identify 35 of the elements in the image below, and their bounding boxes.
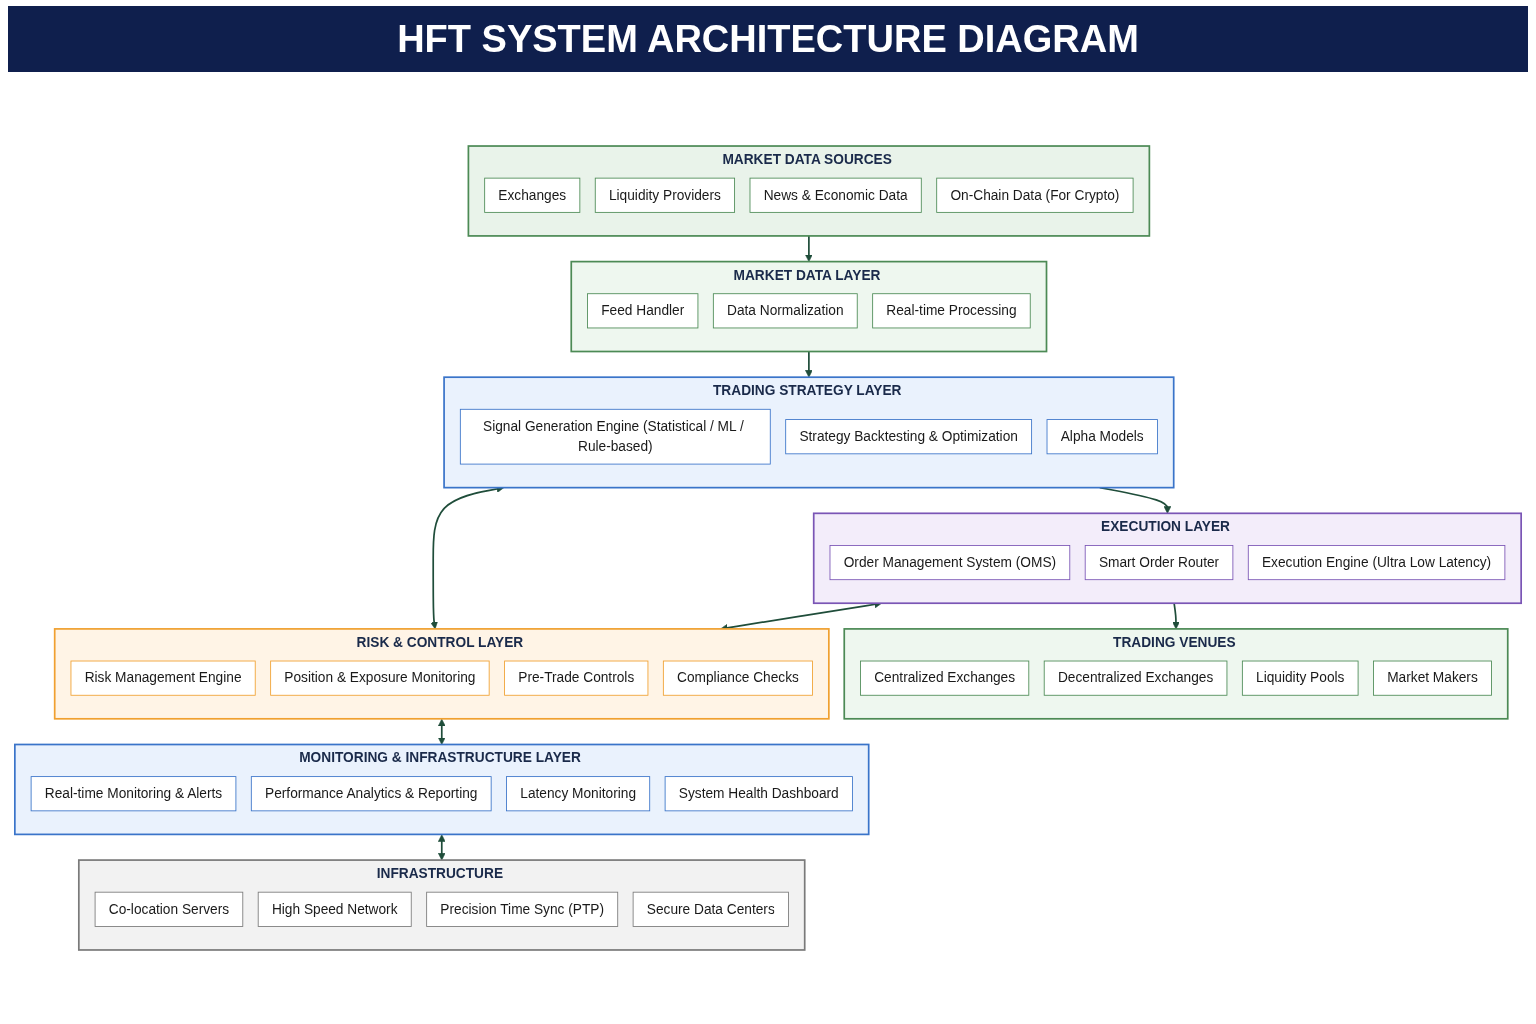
node-box: Execution Engine (Ultra Low Latency) (1247, 545, 1506, 581)
node-box: On-Chain Data (For Crypto) (936, 177, 1134, 213)
node-box: Latency Monitoring (506, 776, 651, 812)
node-box: News & Economic Data (749, 177, 922, 213)
node-box: Market Makers (1373, 660, 1492, 696)
arrow (805, 350, 813, 378)
node-box: Position & Exposure Monitoring (270, 660, 490, 696)
node-box: System Health Dashboard (664, 776, 853, 812)
node-box: Pre-Trade Controls (504, 660, 649, 696)
arrow (438, 718, 446, 745)
node-box: Precision Time Sync (PTP) (426, 891, 619, 927)
node-box: Strategy Backtesting & Optimization (785, 419, 1033, 455)
node-box: Liquidity Providers (594, 177, 735, 213)
node-box: Decentralized Exchanges (1043, 660, 1228, 696)
node-box: Order Management System (OMS) (829, 545, 1071, 581)
node-box: Feed Handler (587, 293, 699, 329)
node-box: Signal Generation Engine (Statistical / ML / Rule-based) (459, 408, 771, 465)
node-box: Co-location Servers (94, 891, 244, 927)
node-box: Centralized Exchanges (860, 660, 1030, 696)
node-box: Real-time Processing (872, 293, 1031, 329)
node-box: High Speed Network (257, 891, 412, 927)
arrow (805, 235, 813, 262)
node-box: Real-time Monitoring & Alerts (30, 776, 237, 812)
node-box: Secure Data Centers (632, 891, 789, 927)
node-box: Exchanges (484, 177, 581, 213)
node-box: Alpha Models (1046, 419, 1158, 455)
arrow (1172, 602, 1180, 630)
node-box: Liquidity Pools (1241, 660, 1359, 696)
node-box: Data Normalization (712, 293, 858, 329)
node-box: Performance Analytics & Reporting (250, 776, 492, 812)
diagram-title: HFT SYSTEM ARCHITECTURE DIAGRAM (8, 6, 1528, 72)
node-box: Risk Management Engine (70, 660, 256, 696)
node-box: Compliance Checks (662, 660, 813, 696)
node-box: Smart Order Router (1084, 545, 1234, 581)
arrow (438, 834, 446, 861)
